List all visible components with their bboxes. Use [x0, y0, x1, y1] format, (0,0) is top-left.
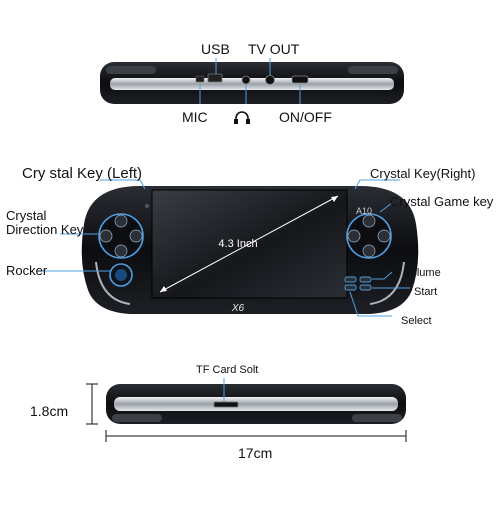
usb-port	[207, 73, 223, 83]
model-badge: A10	[356, 206, 372, 216]
crystal-key-right-label: Crystal Key(Right)	[370, 166, 476, 181]
bottom-view-device	[106, 384, 406, 424]
triangle-button	[362, 214, 376, 228]
top-view-device	[100, 62, 404, 104]
crystal-direction-key-label-line1: Crystal	[6, 208, 47, 223]
screen-diagonal	[159, 195, 339, 293]
volume-down-button	[344, 276, 357, 283]
dpad-left	[99, 229, 113, 243]
select-label: Select	[401, 315, 432, 327]
height-dimension-label: 1.8cm	[30, 403, 69, 419]
crystal-direction-key-label-line2: Direction Key	[6, 222, 84, 237]
tv-out-label: TV OUT	[248, 41, 300, 57]
start-label: Start	[414, 286, 438, 298]
brand-logo: X6	[231, 303, 245, 314]
select-button	[344, 284, 357, 291]
volume-up-button	[359, 276, 372, 283]
width-dimension-label: 17cm	[238, 445, 273, 461]
cross-button	[362, 244, 376, 258]
volume-label: Volume	[404, 267, 441, 279]
screen-size-label: 4.3 Inch	[218, 238, 257, 250]
front-view-leaders	[36, 179, 410, 317]
usb-label: USB	[201, 41, 230, 57]
start-button	[359, 284, 372, 291]
on-off-label: ON/OFF	[279, 109, 332, 125]
mic-label: MIC	[182, 109, 208, 125]
circle-button	[377, 229, 391, 243]
square-button	[347, 229, 361, 243]
direction-key-ring	[98, 213, 144, 259]
crystal-game-key-label: Crystal Game key	[390, 194, 494, 209]
rocker-label: Rocker	[6, 263, 48, 278]
dpad-up	[114, 214, 128, 228]
headphone-icon	[234, 111, 250, 124]
game-key-ring	[346, 213, 392, 259]
tf-card-slot	[213, 401, 239, 408]
power-switch	[291, 75, 309, 84]
dpad-down	[114, 244, 128, 258]
top-view-chrome-band	[110, 78, 394, 90]
tf-card-slot-label: TF Card Solt	[196, 364, 259, 376]
dimension-lines	[86, 383, 407, 442]
top-view-leaders	[199, 58, 301, 104]
crystal-key-left-label: Cry stal Key (Left)	[22, 165, 143, 182]
mic-hole	[241, 75, 251, 85]
dpad-right	[129, 229, 143, 243]
tv-out-port	[265, 75, 275, 85]
front-view-device	[81, 186, 419, 314]
bottom-view-chrome-band	[114, 397, 398, 411]
